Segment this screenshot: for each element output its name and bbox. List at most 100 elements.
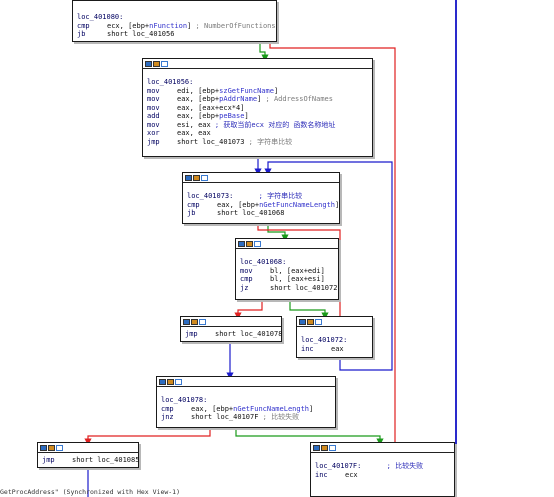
asm-operand: ] <box>273 86 279 95</box>
asm-label[interactable]: loc_401056: <box>147 78 194 86</box>
chart-icon[interactable] <box>307 318 314 325</box>
asm-comment: ; NumberOfFunctions <box>191 21 276 30</box>
asm-operand: edi, [ebp+ <box>177 86 220 95</box>
asm-mnemonic: inc <box>315 470 328 479</box>
graph-color-icon[interactable] <box>299 318 306 325</box>
asm-line[interactable]: loc_401056: <box>147 78 368 87</box>
chart-icon[interactable] <box>191 318 198 325</box>
chart-icon[interactable] <box>193 174 200 181</box>
graph-color-icon[interactable] <box>238 240 245 247</box>
asm-operand: eax, [ebp+ <box>191 404 234 413</box>
asm-mnemonic: jb <box>77 30 86 38</box>
asm-operand: esi, eax <box>177 120 211 129</box>
asm-comment: ; 获取当前ecx 对应的 函数名称地址 <box>210 120 336 129</box>
asm-line[interactable]: loc_401078: <box>161 396 331 405</box>
block-header <box>157 377 335 387</box>
asm-variable[interactable]: pAddrName <box>219 95 258 103</box>
asm-label[interactable]: loc_401078: <box>161 396 208 404</box>
grid-icon[interactable] <box>56 444 63 451</box>
chart-icon[interactable] <box>246 240 253 247</box>
chart-icon[interactable] <box>321 444 328 451</box>
status-line: GetProcAddress" (Synchronized with Hex V… <box>0 488 181 496</box>
graph-color-icon[interactable] <box>159 378 166 385</box>
asm-line[interactable]: loc_401068: <box>240 258 334 267</box>
asm-label[interactable]: loc_401080: <box>77 13 124 21</box>
asm-label[interactable]: loc_401073: <box>187 192 234 200</box>
graph-overview-separator <box>455 0 457 497</box>
block-header <box>143 59 372 69</box>
asm-operand: short loc_401085 <box>72 456 140 464</box>
graph-color-icon[interactable] <box>183 318 190 325</box>
graph-color-icon[interactable] <box>313 444 320 451</box>
asm-line[interactable]: loc_401072: <box>301 336 368 345</box>
asm-label[interactable]: loc_401072: <box>301 336 348 344</box>
block-header <box>297 317 372 327</box>
asm-operand: ] <box>309 404 314 413</box>
asm-comment: ; AddressOfNames <box>261 95 333 103</box>
asm-line[interactable]: loc_401080: <box>77 13 272 22</box>
edge-jnz-true <box>235 428 384 446</box>
asm-variable[interactable]: szGetFuncName <box>219 86 274 95</box>
asm-label[interactable]: loc_401068: <box>240 258 287 266</box>
graph-color-icon[interactable] <box>145 60 152 67</box>
chart-icon[interactable] <box>153 60 160 67</box>
grid-icon[interactable] <box>329 444 336 451</box>
asm-line[interactable]: loc_401073: ; 字符串比较 <box>187 192 335 201</box>
grid-icon[interactable] <box>201 174 208 181</box>
asm-variable[interactable]: nFunction <box>149 21 188 30</box>
grid-icon[interactable] <box>161 60 168 67</box>
asm-mnemonic: mov <box>147 120 160 129</box>
asm-operand: eax <box>331 344 344 353</box>
graph-color-icon[interactable] <box>40 444 47 451</box>
asm-mnemonic: mov <box>147 95 160 103</box>
asm-line[interactable]: loc_40107F: ; 比较失败 <box>315 462 450 471</box>
asm-variable[interactable]: peBase <box>219 112 245 120</box>
asm-mnemonic: jnz <box>161 413 174 421</box>
grid-icon[interactable] <box>199 318 206 325</box>
asm-variable[interactable]: nGetFuncNameLength <box>259 200 336 209</box>
graph-color-icon[interactable] <box>185 174 192 181</box>
asm-variable[interactable]: nGetFuncNameLength <box>233 404 310 413</box>
asm-mnemonic: add <box>147 112 160 120</box>
grid-icon[interactable] <box>175 378 182 385</box>
chart-icon[interactable] <box>48 444 55 451</box>
grid-icon[interactable] <box>315 318 322 325</box>
asm-label[interactable]: loc_40107F: <box>315 462 362 470</box>
chart-icon[interactable] <box>167 378 174 385</box>
asm-line[interactable]: mov esi, eax ; 获取当前ecx 对应的 函数名称地址 <box>147 121 368 130</box>
grid-icon[interactable] <box>254 240 261 247</box>
asm-operand: eax, [ebp+ <box>177 95 220 103</box>
